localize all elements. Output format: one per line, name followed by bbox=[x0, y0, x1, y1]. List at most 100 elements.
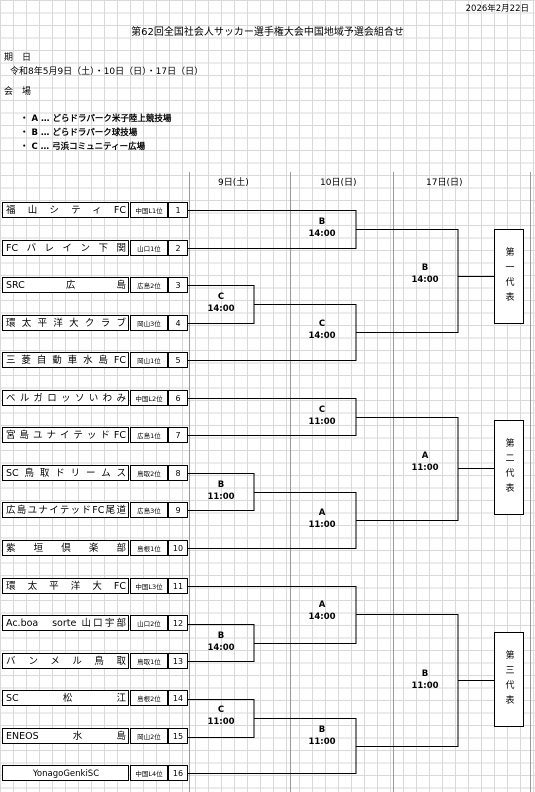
team-number: 7 bbox=[168, 427, 188, 443]
match-time: 11:00 bbox=[308, 520, 336, 530]
match-time: 14:00 bbox=[308, 229, 336, 239]
match-time: 14:00 bbox=[308, 331, 336, 341]
venue-a: ・ A … どらドラパーク米子陸上競技場 bbox=[20, 114, 172, 124]
team-number: 5 bbox=[168, 352, 188, 368]
match-venue: C bbox=[318, 319, 326, 329]
match-venue: A bbox=[318, 600, 326, 610]
match-venue: C bbox=[217, 705, 225, 715]
match-label: C 11:00 bbox=[297, 404, 347, 428]
team-name: ベルガロッソいわみ bbox=[2, 390, 129, 406]
team-rank: 中国L3位 bbox=[130, 578, 168, 594]
team-name: バンメル鳥取 bbox=[2, 653, 129, 669]
team-name: 環太平洋大FC bbox=[2, 578, 129, 594]
team-number: 3 bbox=[168, 277, 188, 293]
page-title: 第62回全国社会人サッカー選手権大会中国地域予選会組合せ bbox=[131, 27, 404, 38]
day-divider bbox=[530, 172, 531, 792]
team-name: FCバレイン下関 bbox=[2, 240, 129, 256]
match-label: B 11:00 bbox=[196, 479, 246, 503]
team-number: 12 bbox=[168, 615, 188, 631]
match-label: A 14:00 bbox=[297, 599, 347, 623]
team-name: 紫垣倶楽部 bbox=[2, 540, 129, 556]
representative-1: 第一代表 bbox=[494, 229, 524, 324]
match-venue: B bbox=[318, 725, 326, 735]
team-rank: 山口2位 bbox=[130, 615, 168, 631]
match-time: 11:00 bbox=[411, 681, 439, 691]
team-name: ENEOS水島 bbox=[2, 728, 129, 744]
period-value: 令和8年5月9日（土）・10日（日）・17日（日） bbox=[10, 67, 204, 77]
match-label: B 11:00 bbox=[297, 724, 347, 748]
team-rank: 鳥取2位 bbox=[130, 465, 168, 481]
team-name: SRC広島 bbox=[2, 277, 129, 293]
team-number: 11 bbox=[168, 578, 188, 594]
team-name: 宮島ユナイテッドFC bbox=[2, 427, 129, 443]
match-label: C 14:00 bbox=[196, 291, 246, 315]
venue-c: ・ C … 弓浜コミュニティー広場 bbox=[20, 142, 146, 152]
match-time: 11:00 bbox=[308, 417, 336, 427]
match-time: 11:00 bbox=[207, 492, 235, 502]
team-rank: 岡山3位 bbox=[130, 315, 168, 331]
team-rank: 岡山1位 bbox=[130, 352, 168, 368]
team-name: Ac.boa sorte 山口宇部 bbox=[2, 615, 129, 631]
team-name: SC鳥取ドリームス bbox=[2, 465, 129, 481]
day-header-9: 9日(土) bbox=[218, 178, 249, 188]
venue-label: 会 場 bbox=[4, 87, 32, 97]
team-name: SC松江 bbox=[2, 690, 129, 706]
match-venue: B bbox=[217, 480, 225, 490]
match-label: B 14:00 bbox=[196, 630, 246, 654]
venue-b: ・ B … どらドラパーク球技場 bbox=[20, 128, 138, 138]
team-name: 環太平洋大クラブ bbox=[2, 315, 129, 331]
team-name: 広島ユナイテッドFC尾道 bbox=[2, 502, 129, 518]
team-name: 三菱自動車水島FC bbox=[2, 352, 129, 368]
team-rank: 山口1位 bbox=[130, 240, 168, 256]
team-number: 10 bbox=[168, 540, 188, 556]
day-header-10: 10日(日) bbox=[320, 178, 357, 188]
match-time: 11:00 bbox=[411, 463, 439, 473]
issue-date: 2026年2月22日 bbox=[465, 4, 529, 14]
day-header-17: 17日(日) bbox=[426, 178, 463, 188]
match-time: 14:00 bbox=[207, 643, 235, 653]
match-time: 14:00 bbox=[308, 612, 336, 622]
team-number: 4 bbox=[168, 315, 188, 331]
match-time: 14:00 bbox=[411, 275, 439, 285]
team-name: YonagoGenkiSC bbox=[2, 765, 129, 781]
team-rank: 広島2位 bbox=[130, 277, 168, 293]
day-divider bbox=[189, 172, 190, 792]
team-number: 8 bbox=[168, 465, 188, 481]
match-venue: B bbox=[421, 669, 429, 679]
match-label: B 14:00 bbox=[297, 216, 347, 240]
match-label: A 11:00 bbox=[400, 450, 450, 474]
representative-2: 第二代表 bbox=[494, 420, 524, 515]
match-venue: A bbox=[318, 508, 326, 518]
match-label: C 14:00 bbox=[297, 318, 347, 342]
team-rank: 中国L1位 bbox=[130, 202, 168, 218]
match-venue: C bbox=[217, 292, 225, 302]
match-venue: B bbox=[318, 217, 326, 227]
match-venue: A bbox=[421, 451, 429, 461]
match-venue: C bbox=[318, 405, 326, 415]
team-number: 14 bbox=[168, 690, 188, 706]
team-number: 2 bbox=[168, 240, 188, 256]
team-rank: 中国L4位 bbox=[130, 765, 168, 781]
day-divider bbox=[393, 172, 394, 792]
team-rank: 島根2位 bbox=[130, 690, 168, 706]
match-time: 11:00 bbox=[308, 737, 336, 747]
team-number: 16 bbox=[168, 765, 188, 781]
day-divider bbox=[290, 172, 291, 792]
representative-3: 第三代表 bbox=[494, 632, 524, 727]
match-venue: B bbox=[421, 263, 429, 273]
match-label: A 11:00 bbox=[297, 507, 347, 531]
team-rank: 鳥取1位 bbox=[130, 653, 168, 669]
team-rank: 中国L2位 bbox=[130, 390, 168, 406]
period-label: 期 日 bbox=[4, 53, 32, 63]
team-number: 13 bbox=[168, 653, 188, 669]
team-number: 15 bbox=[168, 728, 188, 744]
match-venue: B bbox=[217, 631, 225, 641]
match-label: B 14:00 bbox=[400, 262, 450, 286]
team-rank: 広島3位 bbox=[130, 502, 168, 518]
match-time: 14:00 bbox=[207, 304, 235, 314]
team-rank: 広島1位 bbox=[130, 427, 168, 443]
match-label: B 11:00 bbox=[400, 668, 450, 692]
